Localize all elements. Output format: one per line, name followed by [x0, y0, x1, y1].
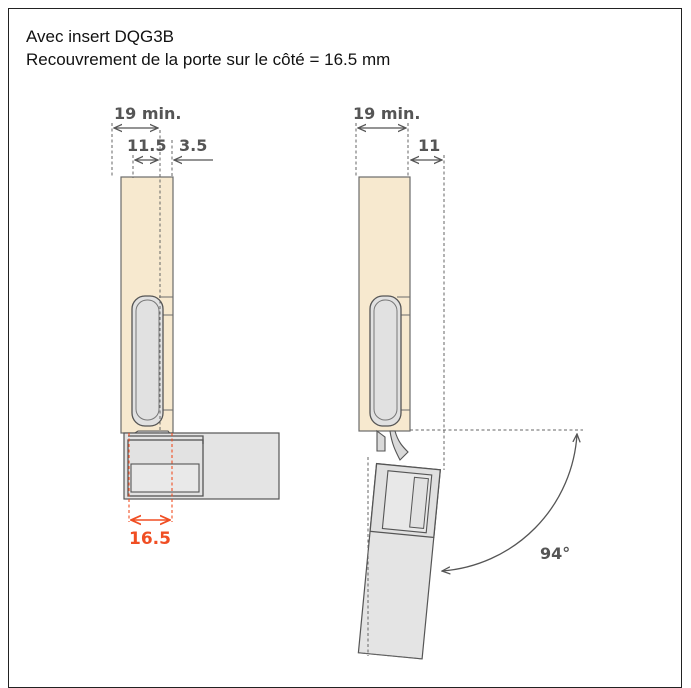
left-hinge-closed	[120, 176, 280, 500]
left-dim-19-label: 19 min.	[114, 104, 181, 123]
left-dim-3-5-label: 3.5	[179, 136, 207, 155]
diagram-frame	[8, 8, 682, 688]
right-angle-label: 94°	[540, 544, 570, 563]
left-overlay-guides	[128, 433, 173, 522]
left-dim-11-5-label: 11.5	[127, 136, 166, 155]
right-hinge-arm	[369, 295, 402, 427]
right-angle-arc	[442, 434, 577, 571]
left-guides	[111, 123, 173, 433]
left-hinge-arm	[131, 295, 164, 427]
right-dim-19-label: 19 min.	[353, 104, 420, 123]
title-line-2: Recouvrement de la porte sur le côté = 1…	[26, 50, 391, 69]
right-guides	[355, 123, 583, 656]
right-dim-11-label: 11	[418, 136, 440, 155]
title-line-1: Avec insert DQG3B	[26, 27, 175, 46]
left-dim-16-5-label: 16.5	[129, 529, 171, 549]
right-hinge-open	[357, 176, 442, 660]
